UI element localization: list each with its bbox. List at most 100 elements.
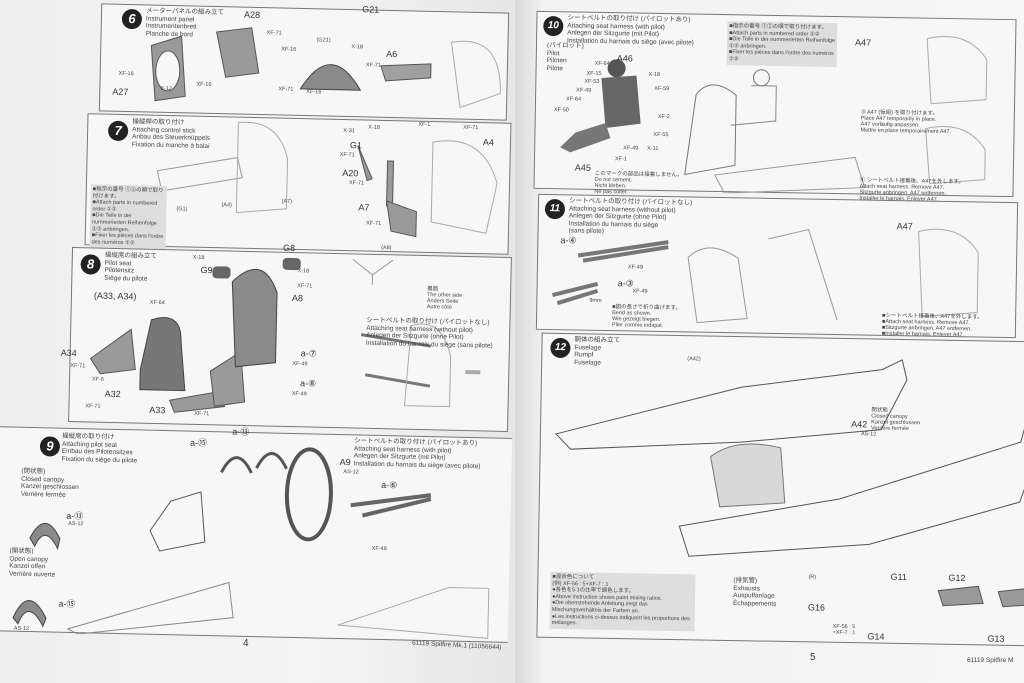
right-page: 10 シートベルトの取り付け (パイロットあり)Attaching seat h… (515, 0, 1024, 683)
part-label: A8 (291, 293, 304, 304)
part-label: G16 (807, 602, 826, 613)
decal-label: a-⑮ (58, 598, 76, 610)
part-label: G12 (948, 572, 966, 584)
paint-label: X-18 (368, 124, 380, 131)
decal-label: a-⑥ (381, 479, 398, 491)
part-label: G8 (282, 242, 296, 254)
pilot-figure-diagram (560, 35, 988, 194)
part-label: A4 (482, 137, 495, 148)
attention-note: ■指示の番号 ①②の順で取り付けます。■Attach parts in numb… (89, 184, 167, 250)
paint-label: XF-49 (292, 361, 308, 368)
paint-label: AS-12 (860, 431, 877, 438)
paint-label: XF-64 (565, 96, 582, 103)
part-label: (G1) (176, 206, 188, 213)
part-label: A46 (616, 53, 633, 64)
paint-label: XF-49 (576, 87, 592, 94)
paint-label: XF-50 (553, 107, 569, 114)
paint-label: XF-59 (654, 85, 670, 93)
paint-label: X-31 (343, 128, 355, 135)
page-footer: 61119 Spitfire M (967, 657, 1014, 664)
paint-label: XF-49 (627, 264, 643, 271)
paint-label: XF-49 (291, 391, 307, 398)
part-label: (G21) (316, 37, 331, 44)
paint-mix-label: XF-56 : 5+XF-7 : 1 (832, 623, 856, 637)
part-label: (A7) (281, 198, 293, 205)
paint-label: XF-16 (306, 89, 322, 96)
page-number: 4 (243, 638, 249, 649)
paint-mixing-note: ■混合色について(例) XF-56 : 5+XF-7 : 1●各色を5:1の比率… (549, 571, 696, 632)
paint-label: XF-71 (365, 62, 381, 69)
paint-label: X-18 (297, 268, 310, 275)
paint-label: XF-16 (281, 46, 297, 53)
paint-label: XF-71 (348, 180, 365, 187)
fuselage-diagram (554, 359, 1024, 608)
part-label: A32 (104, 388, 121, 400)
paint-label: XF-64 (594, 60, 610, 68)
paint-label: XF-55 (653, 131, 669, 139)
instrument-panel-diagram (150, 27, 501, 109)
paint-label: X-18 (192, 254, 205, 262)
harness-title: シートベルトの取り付け (パイロットあり)Attaching seat harn… (353, 437, 481, 470)
step-10-box: 10 シートベルトの取り付け (パイロットあり)Attaching seat h… (533, 10, 1017, 203)
part-label: A20 (342, 168, 359, 179)
bend-note: ■図の長さで折り曲げます。Bend as shown.Wie gezeigt b… (611, 304, 682, 330)
paint-label: XF-64 (149, 299, 165, 307)
paint-label: X-11 (647, 145, 659, 152)
paint-label: XF-71 (463, 124, 479, 132)
decal-label: a-⑮ (189, 437, 208, 449)
part-label: A47 (896, 221, 913, 232)
part-label: A27 (112, 86, 129, 98)
part-label: (A33, A34) (93, 290, 137, 302)
paint-label: XF-49 (371, 545, 387, 553)
part-label: (R) (808, 574, 817, 581)
decal-label: a-③ (617, 278, 634, 289)
paint-label: XF-71 (266, 30, 282, 37)
decal-label: a-⑦ (300, 348, 317, 359)
part-label: A33 (149, 404, 166, 416)
paint-label: XF-53 (584, 78, 600, 85)
pilot-seat-installation-diagram (12, 447, 490, 639)
paint-label: X-12 (160, 85, 173, 93)
remove-a47-note: ■シートベルト接着後、A47を外します。■Attach seat harness… (881, 312, 983, 339)
paint-label: XF-71 (70, 363, 86, 370)
decal-label: a-⑧ (299, 378, 317, 389)
paint-label: XF-71 (278, 86, 294, 93)
length-label: 9mm (589, 297, 602, 304)
paint-label: X-18 (351, 44, 364, 51)
part-label: A47 (855, 37, 872, 48)
control-stick-diagram (156, 121, 498, 238)
paint-label: AS-12 (13, 625, 30, 633)
part-label: A45 (574, 162, 591, 173)
paint-label: XF-49 (632, 288, 648, 295)
harness-title: シートベルトの取り付け (パイロットなし)Attaching seat harn… (365, 316, 493, 350)
part-label: (A4) (221, 202, 232, 209)
paint-label: XF-71 (194, 410, 210, 418)
paint-label: XF-6 (91, 376, 105, 383)
paint-label: XF-71 (297, 283, 313, 290)
paint-label: XF-71 (366, 220, 382, 227)
part-label: A9 (339, 457, 351, 468)
part-label: G9 (200, 264, 213, 276)
part-label: G1 (349, 140, 363, 151)
part-label: A34 (60, 347, 77, 359)
paint-label: AS-12 (343, 469, 359, 476)
paint-label: XF-49 (623, 145, 639, 152)
part-label: G14 (867, 631, 885, 642)
paint-label: XF-15 (586, 70, 602, 77)
decal-label: a-④ (560, 235, 577, 246)
page-number: 5 (810, 652, 816, 663)
paint-label: XF-71 (85, 403, 101, 410)
part-label: G11 (890, 571, 907, 583)
paint-label: XF-16 (196, 81, 212, 88)
substep-3-note: ③ A47 (仮組) を取り付けます。Place A47 temporarily… (860, 109, 952, 136)
part-label: A6 (386, 48, 398, 60)
paint-label: XF-1 (418, 121, 431, 128)
